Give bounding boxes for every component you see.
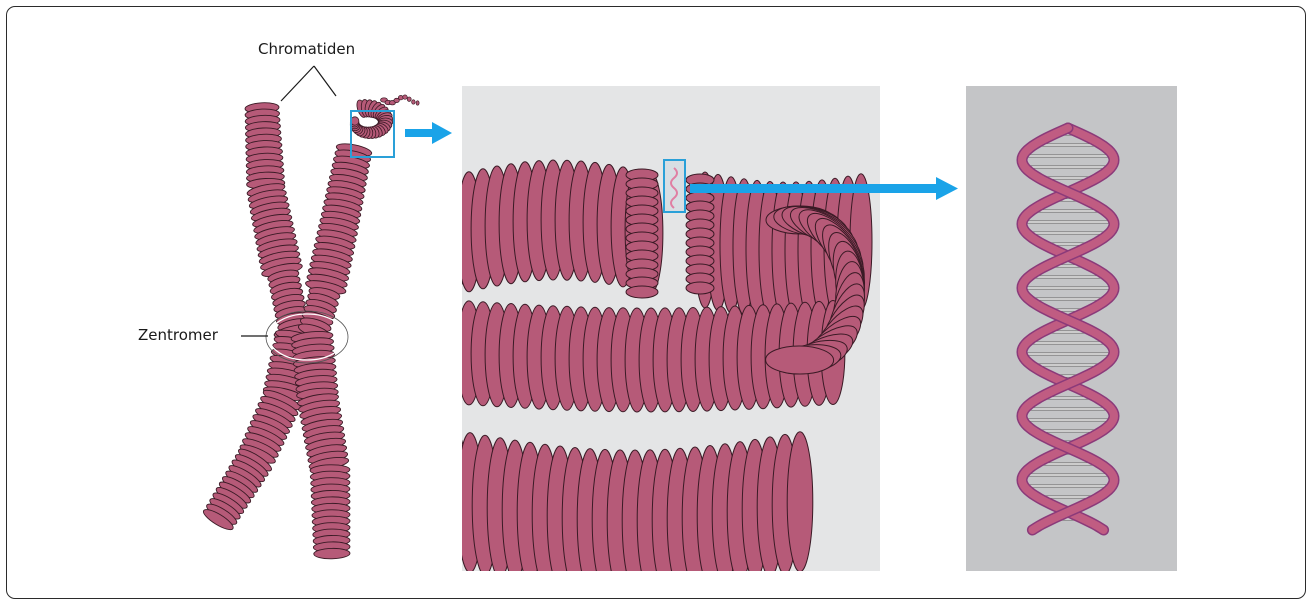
centromere-label: Zentromer (138, 328, 218, 343)
chromatid-right (291, 141, 373, 559)
chromatin-loop-coil (765, 346, 833, 375)
chromatid-tail-segment (412, 100, 416, 104)
chromatin-lower-coil (787, 432, 813, 572)
zoom-arrow-1 (405, 122, 452, 144)
supercoiled-chromatin (442, 160, 872, 590)
chromatids-pointer-lines (281, 66, 336, 101)
chromatin-fold-coil (686, 282, 714, 294)
chromatin-fold-coil (626, 286, 658, 298)
chromosome-illustration (201, 95, 419, 559)
chromatid-left (201, 102, 318, 533)
chromatid-tail-segment (407, 97, 411, 101)
chromatids-label: Chromatiden (258, 42, 355, 57)
chromatid-tail-segment (403, 95, 408, 99)
chromatid-tail-segment (416, 101, 419, 105)
